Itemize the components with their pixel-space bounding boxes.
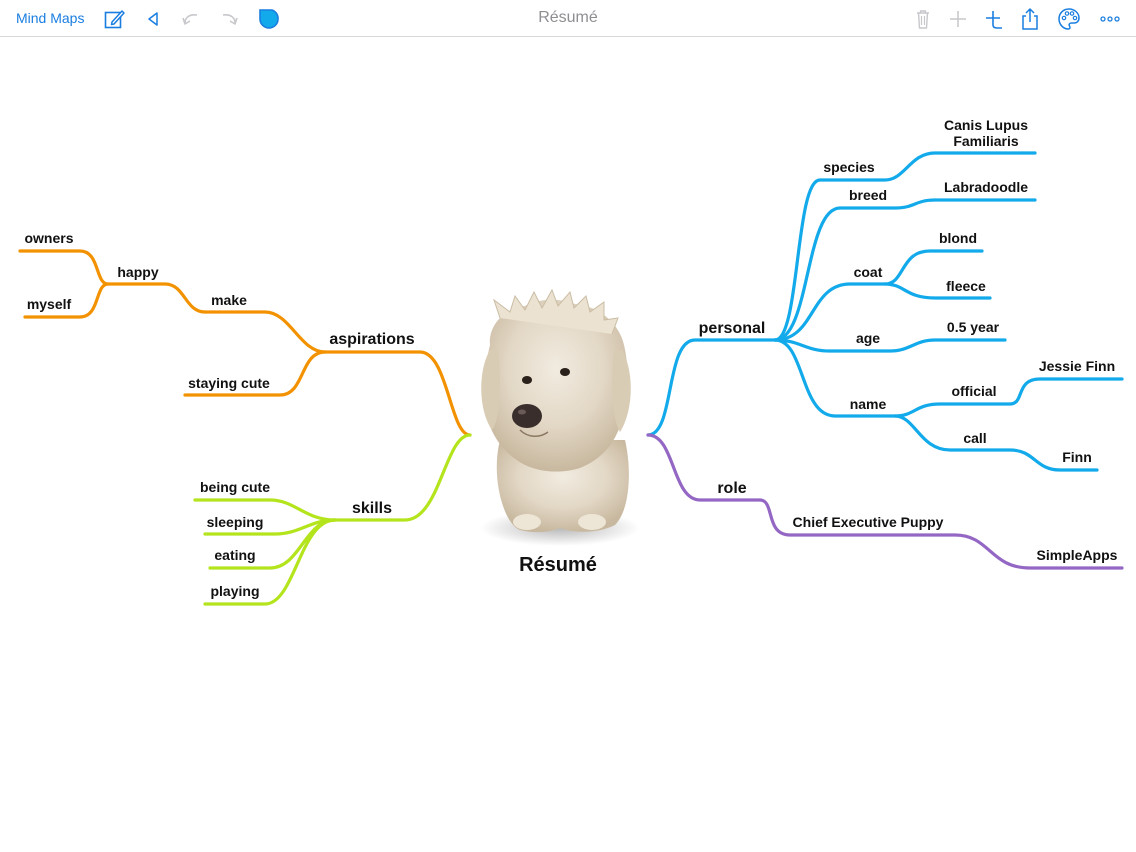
toolbar: Mind Maps [0, 0, 1136, 37]
node-age[interactable]: age [856, 330, 880, 346]
compose-icon[interactable] [102, 6, 128, 32]
node-species[interactable]: species [823, 159, 875, 175]
node-species-value-line2[interactable]: Familiaris [953, 133, 1019, 149]
node-call[interactable]: call [963, 430, 986, 446]
node-owners[interactable]: owners [24, 230, 73, 246]
node-jessie-finn[interactable]: Jessie Finn [1039, 358, 1115, 374]
node-labradoodle[interactable]: Labradoodle [944, 179, 1028, 195]
node-blond[interactable]: blond [939, 230, 977, 246]
branch-role [646, 433, 1124, 570]
trash-icon[interactable] [910, 6, 936, 32]
triangle-left-icon[interactable] [140, 6, 166, 32]
node-playing[interactable]: playing [210, 583, 259, 599]
node-shape-icon[interactable] [256, 6, 282, 32]
node-age-value[interactable]: 0.5 year [947, 319, 1000, 335]
node-skills[interactable]: skills [352, 500, 392, 517]
node-fleece[interactable]: fleece [946, 278, 986, 294]
node-name[interactable]: name [850, 396, 887, 412]
node-make[interactable]: make [211, 292, 247, 308]
node-role[interactable]: role [717, 480, 746, 497]
branch-skills [193, 433, 472, 606]
undo-icon[interactable] [178, 6, 204, 32]
node-happy[interactable]: happy [117, 264, 158, 280]
plus-icon[interactable] [945, 6, 971, 32]
node-breed[interactable]: breed [849, 187, 887, 203]
node-coat[interactable]: coat [854, 264, 883, 280]
node-staying-cute[interactable]: staying cute [188, 375, 270, 391]
node-chief-executive-puppy[interactable]: Chief Executive Puppy [793, 514, 944, 530]
node-myself[interactable]: myself [27, 296, 72, 312]
branch-aspirations [18, 249, 472, 437]
node-simpleapps[interactable]: SimpleApps [1037, 547, 1118, 563]
node-personal[interactable]: personal [699, 320, 766, 337]
root-node-image[interactable] [480, 288, 640, 546]
node-finn[interactable]: Finn [1062, 449, 1092, 465]
mind-maps-back-button[interactable]: Mind Maps [16, 10, 85, 26]
mind-map-canvas[interactable]: Résumé aspirations make happy owners mys… [0, 38, 1136, 852]
root-node-label[interactable]: Résumé [519, 554, 597, 576]
node-being-cute[interactable]: being cute [200, 479, 270, 495]
more-icon[interactable] [1097, 6, 1123, 32]
node-eating[interactable]: eating [214, 547, 255, 563]
node-species-value-line1[interactable]: Canis Lupus [944, 117, 1028, 133]
share-icon[interactable] [1017, 6, 1043, 32]
palette-icon[interactable] [1056, 6, 1082, 32]
redo-icon[interactable] [216, 6, 242, 32]
branch-personal [646, 151, 1124, 472]
node-sleeping[interactable]: sleeping [207, 514, 264, 530]
node-aspirations[interactable]: aspirations [329, 331, 414, 348]
add-child-icon[interactable] [981, 6, 1007, 32]
node-official[interactable]: official [951, 383, 996, 399]
